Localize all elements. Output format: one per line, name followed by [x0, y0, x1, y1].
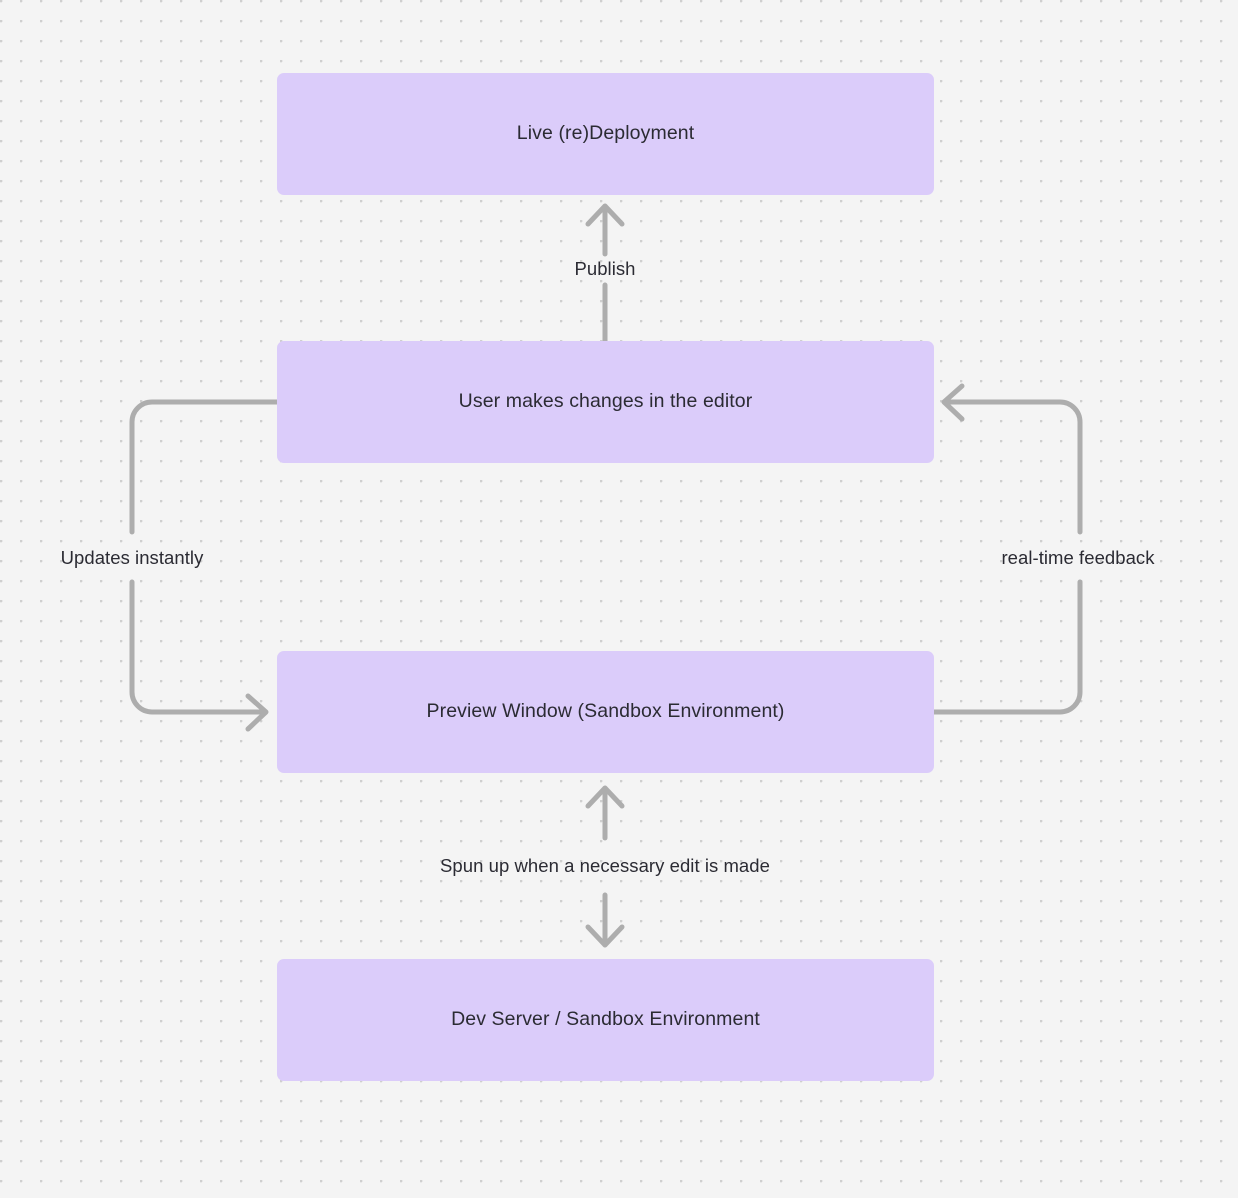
edge-publish-arrowhead	[585, 203, 625, 227]
node-live-deployment[interactable]: Live (re)Deployment	[277, 73, 934, 195]
node-dev-server-label: Dev Server / Sandbox Environment	[451, 1008, 760, 1031]
edge-updates-upper	[129, 399, 280, 535]
edge-label-updates-instantly: Updates instantly	[60, 546, 204, 568]
edge-label-publish: Publish	[574, 257, 636, 279]
edge-updates-arrowhead	[245, 693, 269, 732]
node-preview-window-sandbox-environment[interactable]: Preview Window (Sandbox Environment)	[277, 651, 934, 773]
node-user-makes-changes-in-the-editor[interactable]: User makes changes in the editor	[277, 341, 934, 463]
node-user-edits-label: User makes changes in the editor	[458, 390, 753, 413]
node-dev-server-sandbox-environment[interactable]: Dev Server / Sandbox Environment	[277, 959, 934, 1081]
edge-spun-up-down-arrowhead	[585, 924, 625, 948]
edge-updates-lower	[129, 579, 265, 715]
edge-feedback-lower	[931, 579, 1083, 715]
edge-label-real-time-feedback: real-time feedback	[1001, 546, 1155, 568]
node-live-deployment-label: Live (re)Deployment	[516, 122, 695, 145]
node-preview-window-label: Preview Window (Sandbox Environment)	[426, 700, 785, 723]
edge-spun-up-up-arrowhead	[585, 785, 625, 809]
edge-feedback-upper	[945, 399, 1083, 535]
edge-feedback-arrowhead	[941, 383, 965, 422]
edge-label-spun-up-when-a-necessary-edit-is-made: Spun up when a necessary edit is made	[440, 854, 770, 876]
